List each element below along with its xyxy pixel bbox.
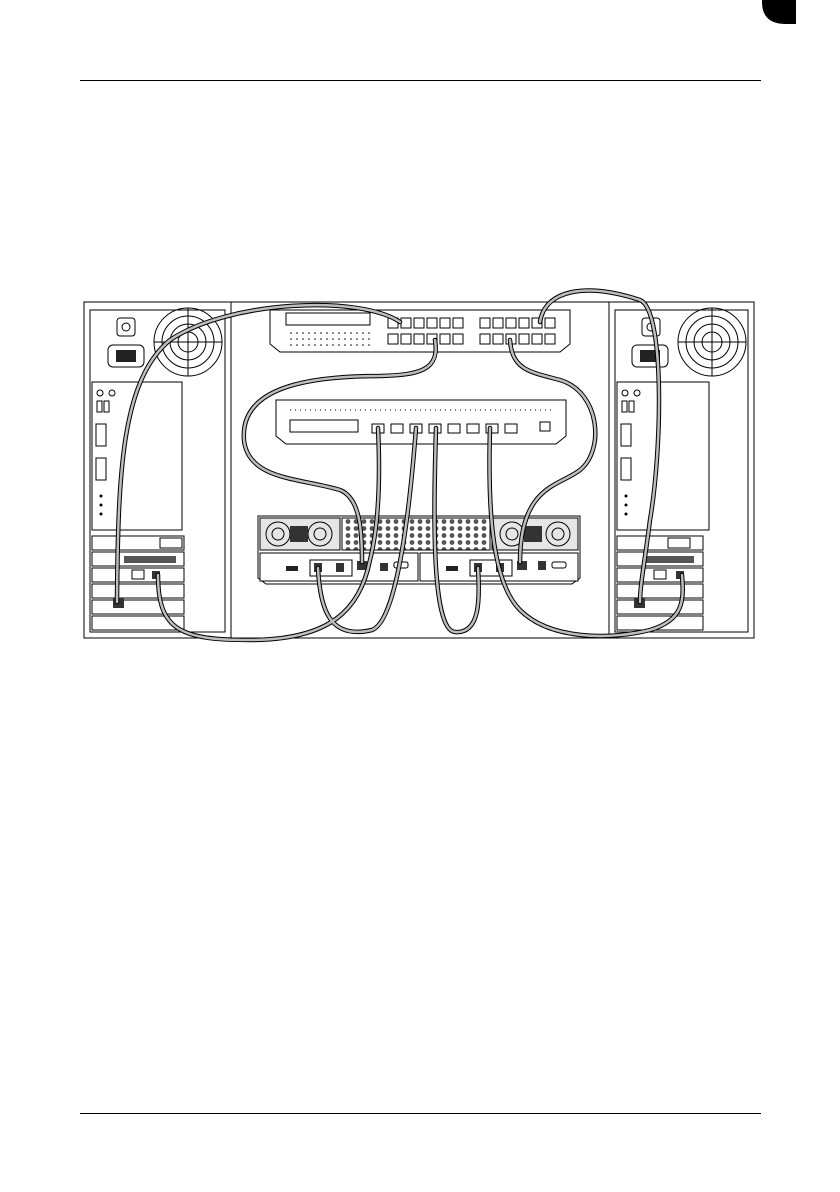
lan-port <box>440 318 450 328</box>
lan-port <box>493 318 503 328</box>
lan-port <box>388 334 398 344</box>
fc-port <box>467 424 479 433</box>
fc-port <box>448 424 460 433</box>
lan-port <box>532 334 542 344</box>
lan-port <box>519 318 529 328</box>
fan-grille-icon <box>678 308 746 376</box>
lan-port <box>414 334 424 344</box>
fc-port <box>505 424 517 433</box>
serial-port-icon <box>96 424 106 446</box>
lan-port <box>519 334 529 344</box>
lan-port <box>480 318 490 328</box>
lan-port <box>480 334 490 344</box>
parallel-port-icon <box>621 458 631 480</box>
fc-switch <box>276 400 566 444</box>
lan-port <box>453 318 463 328</box>
lan-port <box>414 318 424 328</box>
scsi-connector-icon <box>644 556 694 563</box>
lan-port <box>401 318 411 328</box>
lan-port <box>427 318 437 328</box>
lan-port <box>545 318 555 328</box>
lan-switch <box>270 310 570 352</box>
lan-port <box>453 334 463 344</box>
power-switch-icon <box>117 318 135 336</box>
scsi-connector-icon <box>124 556 176 563</box>
parallel-port-icon <box>96 458 106 480</box>
lan-port <box>440 334 450 344</box>
lan-port <box>506 318 516 328</box>
fc-port <box>391 424 403 433</box>
lan-port <box>493 334 503 344</box>
serial-port-icon <box>621 424 631 446</box>
lan-port <box>401 334 411 344</box>
lan-port <box>545 334 555 344</box>
fan-grille-icon <box>154 308 222 376</box>
storage-array <box>258 516 580 584</box>
